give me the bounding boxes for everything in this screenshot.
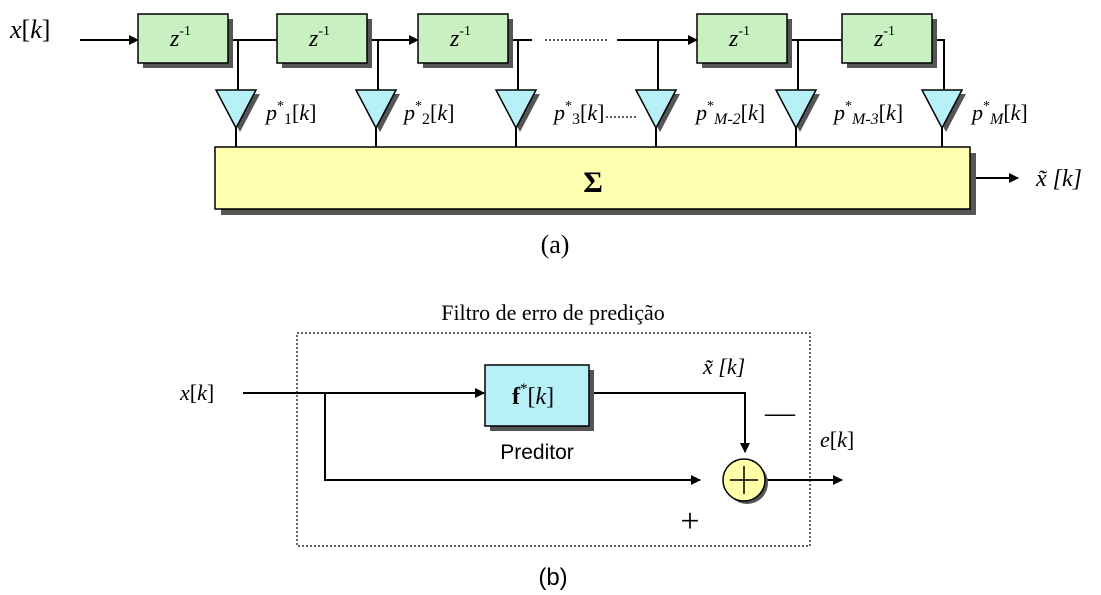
delay-block-2: z-1 bbox=[276, 13, 372, 68]
gain-triangle-2 bbox=[354, 89, 400, 147]
delay-block-1: z-1 bbox=[137, 13, 233, 68]
gain-triangle-6 bbox=[920, 89, 966, 147]
panel-b-wiring bbox=[243, 388, 843, 485]
plus-sign: + bbox=[680, 503, 699, 540]
predictor-label: f*[k] bbox=[512, 381, 554, 410]
delay-block-3: z-1 bbox=[417, 13, 513, 68]
gain-triangles bbox=[214, 89, 966, 147]
error-label: e[k] bbox=[820, 427, 854, 452]
svg-text:z-1: z-1 bbox=[728, 24, 750, 52]
summation-symbol: Σ bbox=[583, 166, 603, 199]
svg-text:z-1: z-1 bbox=[873, 24, 895, 52]
svg-text:z-1: z-1 bbox=[169, 24, 191, 52]
coefficient-label-1: p*1[k] bbox=[264, 99, 316, 128]
panel-b: Filtro de erro de predição x[k] f*[k] Pr… bbox=[179, 300, 854, 591]
predictor-block: f*[k] bbox=[484, 364, 594, 431]
delay-block-4: z-1 bbox=[696, 13, 792, 68]
filter-boundary bbox=[296, 332, 811, 547]
caption-a: (a) bbox=[541, 230, 570, 259]
adder-node bbox=[722, 458, 768, 504]
panel-a-input-label: x[k] bbox=[9, 15, 50, 44]
output-label: x̃ [k] bbox=[1035, 166, 1082, 192]
panel-b-input-label: x[k] bbox=[179, 380, 214, 405]
tap-lines bbox=[237, 40, 799, 90]
coefficient-label-3: p*3[k] bbox=[552, 99, 604, 128]
coefficient-label-4: p*M-2[k] bbox=[694, 99, 765, 128]
delay-block-5: z-1 bbox=[841, 13, 937, 68]
gain-triangle-4 bbox=[634, 89, 680, 147]
coefficient-labels: p*1[k] p*2[k] p*3[k] p*M-2[k] p*M-3[k] p… bbox=[264, 99, 1028, 128]
coefficient-label-2: p*2[k] bbox=[402, 99, 454, 128]
minus-sign: — bbox=[764, 396, 796, 429]
panel-b-title: Filtro de erro de predição bbox=[441, 300, 665, 325]
coefficient-label-5: p*M-3[k] bbox=[832, 99, 903, 128]
caption-b: (b) bbox=[538, 564, 567, 591]
panel-a: x[k] z-1 bbox=[9, 13, 1082, 259]
summation-block: Σ bbox=[214, 146, 976, 215]
svg-text:z-1: z-1 bbox=[449, 24, 471, 52]
gain-triangle-3 bbox=[494, 89, 540, 147]
coefficient-label-6: p*M[k] bbox=[970, 99, 1028, 128]
predictor-caption: Preditor bbox=[500, 441, 574, 464]
gain-triangle-1 bbox=[214, 89, 260, 147]
gain-triangle-5 bbox=[774, 89, 820, 147]
svg-text:z-1: z-1 bbox=[308, 24, 330, 52]
estimate-label: x̃ [k] bbox=[702, 354, 745, 379]
